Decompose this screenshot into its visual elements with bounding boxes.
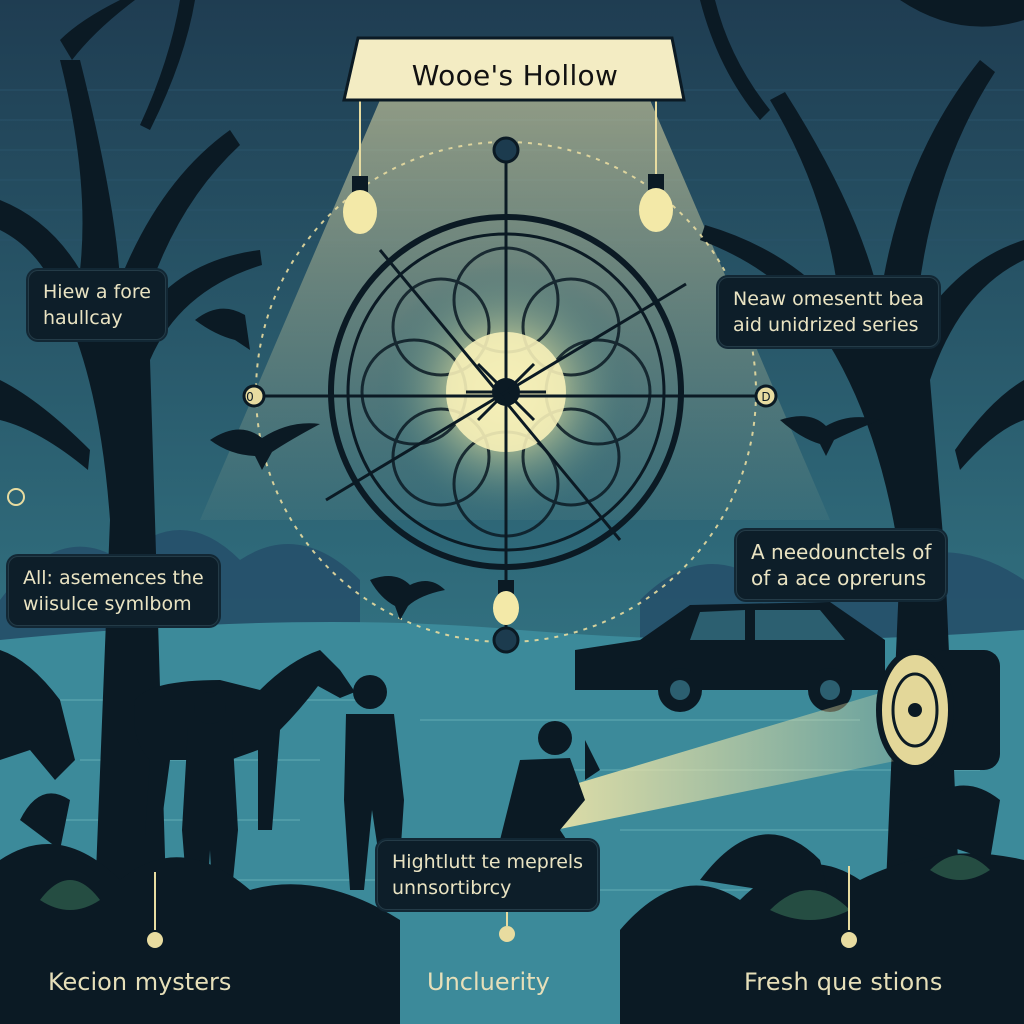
bottom-label-right: Fresh que stions <box>744 968 943 996</box>
callout-line: haullcay <box>43 307 123 329</box>
callout-line: A needounctels of <box>751 540 932 564</box>
callout-line: Hightlutt te meprels <box>392 851 584 873</box>
page-title: Wooe's Hollow <box>411 58 619 92</box>
title-banner-shape <box>342 36 686 102</box>
callout-top-left: Hiew a fore haullcay <box>28 270 166 340</box>
callout-line: Hiew a fore <box>43 281 151 303</box>
crow-icon <box>210 423 320 470</box>
callout-mid-left: All: asemences the wiisulce symlbom <box>8 556 219 626</box>
pin-markers <box>7 488 857 948</box>
dial-letter-left: 0 <box>246 390 254 404</box>
spotlight-icon <box>876 649 1000 771</box>
light-beam <box>555 690 900 830</box>
car-icon <box>575 602 885 712</box>
callout-line: All: asemences the <box>23 567 204 589</box>
callout-line: wiisulce symlbom <box>23 593 192 615</box>
crow-icon <box>780 416 880 456</box>
callout-top-right: Neaw omesentt bea aid unidrized series <box>718 277 939 347</box>
horse-icon <box>134 650 355 835</box>
bottom-label-left: Kecion mysters <box>48 968 232 996</box>
callout-line: of a ace opreruns <box>751 566 927 590</box>
callout-line: aid unidrized series <box>733 314 919 336</box>
foreground-foliage <box>0 785 1024 1024</box>
animal-silhouette <box>0 650 75 780</box>
callout-mid-right: A needounctels of of a ace opreruns <box>736 530 947 600</box>
right-tree <box>700 0 1024 1024</box>
callout-line: unnsortibrcy <box>392 877 512 899</box>
callout-line: Neaw omesentt bea <box>733 288 924 310</box>
hanging-bulb-icon <box>493 580 519 625</box>
dial-letter-right: D <box>761 390 770 404</box>
foliage-highlights <box>40 855 990 920</box>
crow-icon <box>195 308 250 350</box>
bottom-label-center: Uncluerity <box>427 968 550 996</box>
callout-center: Hightlutt te meprels unnsortibrcy <box>377 840 599 910</box>
crow-icon <box>370 576 445 620</box>
compass-dial-icon <box>242 136 778 654</box>
hanging-bulb-icon <box>343 100 377 234</box>
hanging-bulb-icon <box>639 100 673 232</box>
